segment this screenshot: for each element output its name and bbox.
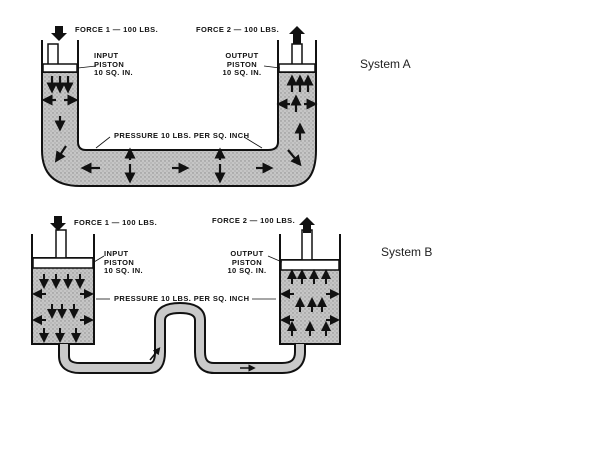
system-b-force1-arrow (50, 216, 66, 231)
system-b-connecting-tube (58, 302, 306, 374)
system-a-force2-label: FORCE 2 — 100 LBS. (196, 25, 280, 34)
system-a-output-line1: OUTPUT (225, 51, 259, 60)
system-a-force1-label: FORCE 1 — 100 LBS. (75, 25, 159, 34)
system-b-title: System B (381, 245, 433, 259)
system-a-pressure-arrows (41, 74, 318, 184)
system-b-input-piston-label: INPUT PISTON 10 SQ. IN. (104, 249, 144, 276)
system-a-input-line3: 10 SQ. IN. (94, 68, 134, 77)
system-a-output-line2: PISTON (226, 59, 258, 69)
system-b-output-line3: 10 SQ. IN. (227, 266, 267, 275)
system-a-input-line2: PISTON (94, 59, 125, 69)
system-b-leaders (93, 255, 283, 300)
system-a-leaders (77, 65, 281, 149)
system-b-input-piston (32, 229, 94, 269)
system-a-force1-arrow (51, 26, 67, 41)
system-a-output-piston (278, 43, 316, 73)
system-b-input-line3: 10 SQ. IN. (104, 266, 144, 275)
system-a-force2-arrow (289, 26, 305, 44)
system-b-output-pressure-arrows (280, 269, 340, 336)
system-b-pressure-label: PRESSURE 10 LBS. PER SQ. INCH (114, 294, 250, 303)
system-b-force2-arrow (299, 217, 315, 233)
system-a-output-line3: 10 SQ. IN. (222, 68, 262, 77)
system-a-input-piston-label: INPUT PISTON 10 SQ. IN. (94, 51, 134, 78)
system-b-force1-label: FORCE 1 — 100 LBS. (74, 218, 158, 227)
system-b-output-piston-label: OUTPUT PISTON 10 SQ. IN. (222, 249, 272, 276)
system-b-input-pressure-arrows (32, 274, 94, 343)
system-b-input-cylinder (31, 234, 95, 345)
system-b-output-line2: PISTON (231, 257, 263, 267)
system-b-output-line1: OUTPUT (230, 249, 264, 258)
system-b-input-line1: INPUT (104, 249, 129, 258)
system-a-input-line1: INPUT (94, 51, 119, 60)
system-a-pressure-label: PRESSURE 10 LBS. PER SQ. INCH (114, 131, 250, 140)
system-a-vessel (41, 40, 317, 187)
system-a-output-piston-label: OUTPUT PISTON 10 SQ. IN. (218, 51, 266, 78)
system-b-output-piston (280, 229, 340, 271)
system-b-input-line2: PISTON (104, 257, 135, 267)
system-a-input-piston (42, 43, 78, 73)
system-a-title: System A (360, 57, 411, 71)
system-b-force2-label: FORCE 2 — 100 LBS. (212, 216, 296, 225)
